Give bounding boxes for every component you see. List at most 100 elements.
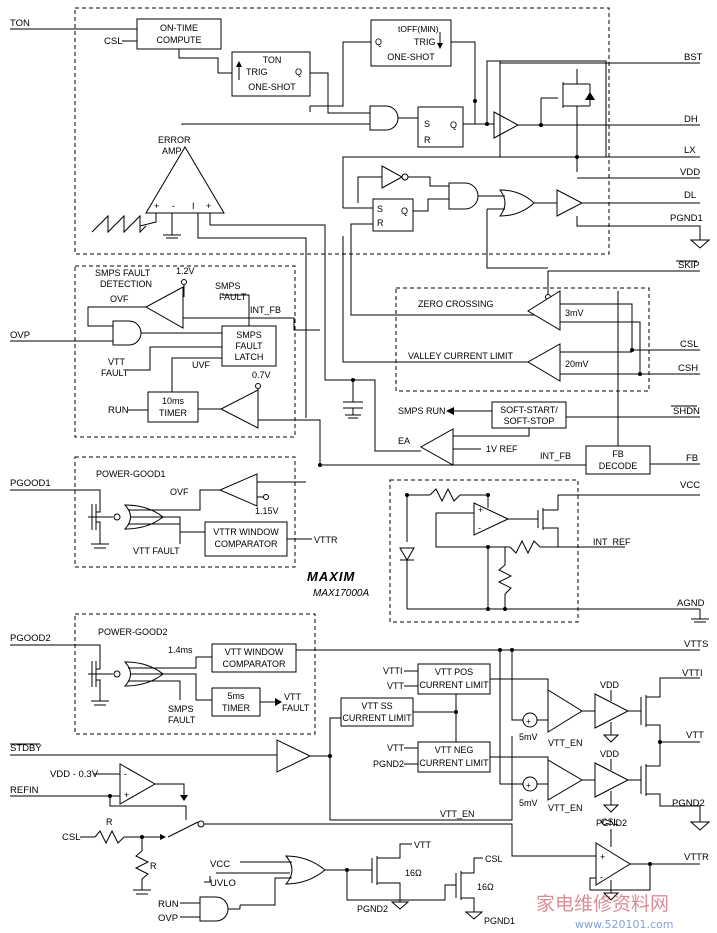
uvf-label: UVF bbox=[192, 360, 211, 370]
and-gate-2 bbox=[448, 182, 479, 210]
sr-latch-1 bbox=[417, 106, 464, 148]
pin-pgnd1: PGND1 bbox=[670, 213, 703, 224]
vtt-fault-label-2: FAULT bbox=[101, 368, 129, 378]
pin-shdn: SHDN bbox=[673, 406, 700, 417]
pin-ton: TON bbox=[10, 18, 30, 29]
vtt-pos-current-limit bbox=[417, 663, 491, 695]
r2-label: R bbox=[150, 861, 157, 871]
pgnd2c-label: PGND2 bbox=[357, 904, 388, 914]
r1-label: R bbox=[106, 817, 113, 827]
pin-bst: BST bbox=[684, 52, 703, 63]
pin-stdby: STDBY bbox=[10, 743, 42, 754]
smps-fault-label-1: SMPS bbox=[215, 281, 241, 291]
pin-csl: CSL bbox=[104, 36, 122, 47]
run-ovp-and-gate bbox=[199, 896, 229, 922]
toff-trig-label: TRIG bbox=[414, 37, 436, 47]
vtt-fault3-label-2: FAULT bbox=[282, 703, 310, 713]
smps-controller-region bbox=[74, 7, 610, 255]
v07-label: 0.7V bbox=[252, 370, 271, 380]
pin-vdd-minus: VDD - 0.3V bbox=[50, 769, 99, 780]
smps-fault2-label-2: FAULT bbox=[168, 715, 196, 725]
csl-b-label: CSL bbox=[601, 817, 619, 827]
pin-dl: DL bbox=[684, 190, 696, 201]
uvlo-or-gate bbox=[284, 855, 326, 885]
vtt-neg-label-1: VTT NEG bbox=[435, 745, 474, 755]
latch-label-3: LATCH bbox=[235, 352, 264, 362]
pin-pgood1: PGOOD1 bbox=[10, 478, 51, 489]
vtt-in-label: VTT bbox=[387, 681, 405, 691]
valley-comparator bbox=[527, 343, 561, 382]
pin-refin: REFIN bbox=[10, 785, 39, 796]
fb-decode-label-2: DECODE bbox=[599, 461, 638, 471]
ref-1v-label: 1V REF bbox=[486, 444, 518, 454]
int-fb-label: INT_FB bbox=[250, 305, 281, 315]
pin-csl-lower: CSL bbox=[62, 832, 80, 843]
timer-5ms bbox=[211, 687, 261, 717]
pin-uvlo: UVLO bbox=[210, 878, 236, 889]
svg-text:-: - bbox=[172, 201, 175, 211]
svg-text:+: + bbox=[526, 780, 531, 790]
latch-label-1: SMPS bbox=[236, 330, 262, 340]
svg-text:-: - bbox=[600, 872, 603, 882]
or-gate-1 bbox=[498, 189, 535, 217]
pin-fb: FB bbox=[686, 453, 698, 464]
pin-vcc-right: VCC bbox=[680, 480, 700, 491]
pin-vtt: VTT bbox=[686, 730, 704, 741]
vttr-window-label-2: COMPARATOR bbox=[214, 539, 278, 549]
ovf-label: OVF bbox=[110, 294, 129, 304]
pin-pgood2: PGOOD2 bbox=[10, 633, 51, 644]
maxim-logo: MAXIM bbox=[307, 569, 356, 584]
csl-c-label: CSL bbox=[485, 854, 503, 864]
timer10-label-1: 10ms bbox=[162, 396, 185, 406]
vtt-fault2-label: VTT FAULT bbox=[133, 546, 180, 556]
svg-text:+: + bbox=[206, 201, 211, 211]
zero-crossing-label: ZERO CROSSING bbox=[418, 299, 494, 309]
pin-skip: SKIP bbox=[678, 260, 700, 271]
v115-label: 1.15V bbox=[255, 506, 279, 516]
svg-text:+: + bbox=[478, 505, 483, 515]
sr1-q: Q bbox=[450, 120, 457, 130]
vdd-b-label: VDD bbox=[600, 749, 620, 759]
zero-crossing-comparator bbox=[527, 290, 561, 331]
pin-lx: LX bbox=[684, 145, 696, 156]
stdby-buffer bbox=[276, 739, 312, 773]
error-amp bbox=[145, 146, 225, 214]
compute-label: COMPUTE bbox=[157, 35, 202, 45]
t14ms-label: 1.4ms bbox=[168, 645, 193, 655]
pin-vdd: VDD bbox=[680, 167, 700, 178]
vdd-a-label: VDD bbox=[600, 680, 620, 690]
vtt-window-label-1: VTT WINDOW bbox=[225, 647, 284, 657]
toff-q-label: Q bbox=[375, 37, 382, 47]
v12-label: 1.2V bbox=[176, 266, 195, 276]
pin-vtts: VTTS bbox=[684, 639, 708, 650]
power-good1-region bbox=[74, 456, 296, 568]
svg-text:+: + bbox=[600, 852, 605, 862]
svg-text:+: + bbox=[154, 201, 159, 211]
smps-run-label: SMPS RUN bbox=[398, 406, 446, 416]
reference-region bbox=[389, 479, 579, 623]
ton-one-shot-block bbox=[231, 51, 311, 97]
pin-int-ref: INT_REF bbox=[593, 537, 631, 547]
power-good1-label: POWER-GOOD1 bbox=[96, 469, 166, 479]
vtt-source-amp bbox=[547, 689, 583, 733]
pin-pgnd2: PGND2 bbox=[672, 798, 705, 809]
uvf-comparator bbox=[219, 389, 259, 429]
reference-opamp bbox=[473, 502, 510, 536]
sr1-s: S bbox=[424, 119, 430, 129]
smps-fault-region bbox=[74, 265, 296, 438]
vttr-window-comparator bbox=[204, 521, 288, 557]
reference-diode bbox=[399, 547, 415, 561]
ovf-comparator bbox=[144, 286, 184, 329]
dh-driver bbox=[493, 111, 520, 139]
ovp-and-gate bbox=[112, 320, 142, 346]
smps-fault-detection-label-2: DETECTION bbox=[100, 279, 152, 289]
pgnd1b-label: PGND1 bbox=[484, 916, 515, 926]
pin-vcc-lower: VCC bbox=[210, 859, 230, 870]
timer-10ms bbox=[147, 391, 199, 423]
toff-label: tOFF(MIN) bbox=[398, 24, 439, 34]
vtt-en2-label: VTT_EN bbox=[548, 803, 583, 813]
timer5-label-2: TIMER bbox=[222, 703, 250, 713]
pin-run: RUN bbox=[108, 405, 129, 416]
